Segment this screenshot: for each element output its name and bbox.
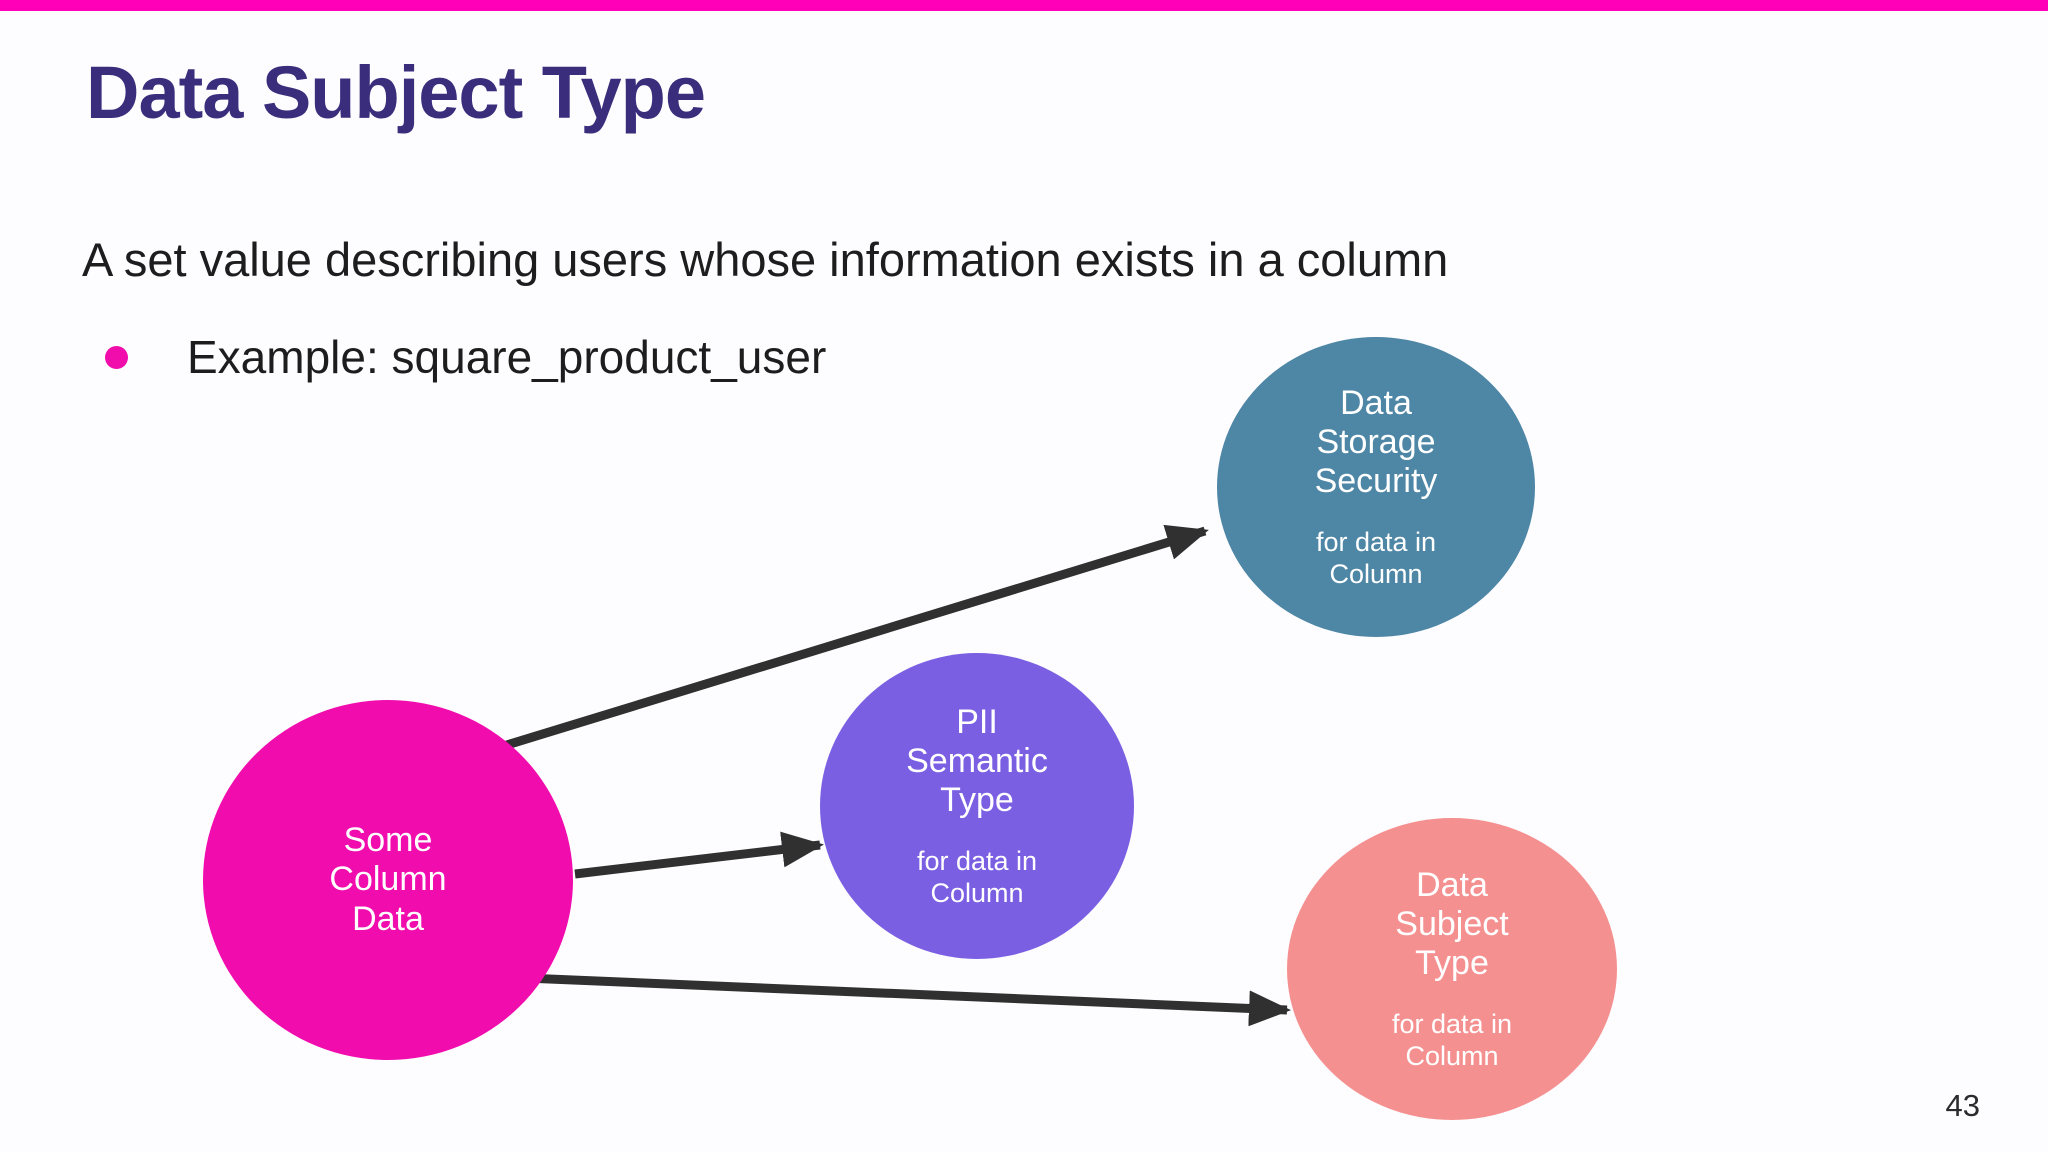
slide-description: A set value describing users whose infor… bbox=[82, 233, 1449, 286]
bullet-item-text: Example: square_product_user bbox=[187, 331, 827, 383]
arrow-to-data-subject-type bbox=[524, 973, 1291, 1027]
node-label: Data Subject Type bbox=[1395, 865, 1509, 982]
node-sublabel: for data in Column bbox=[1391, 1008, 1513, 1071]
arrow-to-data-storage-security bbox=[495, 524, 1209, 753]
arrow-to-pii-semantic-type bbox=[574, 831, 824, 879]
diagram-node-data-subject-type: Data Subject Type for data in Column bbox=[1287, 818, 1617, 1120]
bullet-dot-icon bbox=[105, 345, 128, 369]
node-label: Data Storage Security bbox=[1314, 383, 1438, 500]
diagram-node-data-storage-security: Data Storage Security for data in Column bbox=[1217, 337, 1535, 637]
page-number: 43 bbox=[1945, 1088, 1980, 1123]
diagram-node-some-column-data: Some Column Data bbox=[203, 700, 573, 1060]
node-sublabel: for data in Column bbox=[1315, 526, 1437, 589]
top-accent-bar bbox=[0, 0, 2048, 11]
page-title: Data Subject Type bbox=[86, 51, 706, 134]
diagram-node-pii-semantic-type: PII Semantic Type for data in Column bbox=[820, 653, 1134, 959]
node-label: Some Column Data bbox=[329, 821, 447, 938]
node-sublabel: for data in Column bbox=[916, 845, 1038, 908]
bullet-item: Example: square_product_user bbox=[105, 330, 826, 384]
node-label: PII Semantic Type bbox=[906, 702, 1048, 819]
